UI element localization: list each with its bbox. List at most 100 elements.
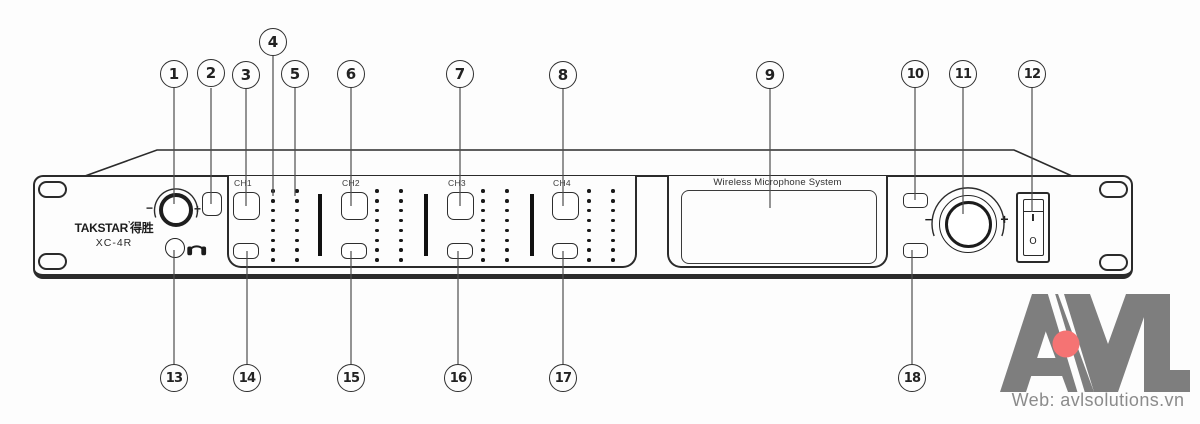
rack-hole-bottom-left [38, 253, 67, 270]
channel-ch3-led-dot [505, 208, 509, 213]
channel-ch2-led-dot [399, 189, 403, 193]
channel-ch3-led-dot [481, 228, 485, 233]
avl-logo: AVL [998, 287, 1198, 397]
brand-block: TAKSTAR’得胜 XC-4R [62, 219, 166, 249]
channel-ch4-led-dot [587, 228, 591, 233]
channel-ch4-led-dot [587, 238, 591, 243]
channel-ch2-led-dot [399, 218, 403, 223]
channel-ch3-led-dot [505, 218, 509, 223]
callout-7: 7 [446, 60, 474, 88]
channel-ch4-led-dot [611, 238, 615, 243]
rack-hole-bottom-right [1099, 254, 1128, 271]
channel-ch1-led-dot [271, 208, 275, 213]
channel-ch4-led-dot [611, 199, 615, 203]
channel-ch2-led-dot [399, 258, 403, 262]
channel-ch3-led-dot [481, 208, 485, 213]
channel-ch2-led-dot [375, 208, 379, 213]
channel-ch4-led-dot [587, 218, 591, 223]
channel-ch3-led-dot [505, 238, 509, 243]
watermark-web-text: Web: avlsolutions.vn [1011, 390, 1185, 410]
rack-hole-top-left [38, 181, 67, 198]
channel-ch2-led-dot [399, 248, 403, 252]
model-label: XC-4R [95, 237, 133, 249]
channel-ch3-led-dot [505, 248, 509, 252]
channel-ch4-led-dot [587, 248, 591, 252]
channel-ch3-led-dot [481, 238, 485, 243]
callout-8: 8 [549, 61, 577, 89]
channel-ch2-led-dot [399, 208, 403, 213]
channel-ch1-led-dot [271, 258, 275, 262]
channel-ch4-led-dot [611, 258, 615, 262]
callout-5: 5 [281, 60, 309, 88]
channel-ch1-led-dot [295, 238, 299, 243]
channel-ch4-led-dot [587, 199, 591, 203]
callout-9: 9 [756, 61, 784, 89]
callout-13: 13 [160, 364, 188, 392]
channel-ch1-led-dot [271, 218, 275, 223]
channel-separator-bar [317, 194, 322, 256]
channel-ch3-led-dot [481, 199, 485, 203]
channel-ch3-sync-button [447, 243, 473, 259]
callout-14: 14 [233, 364, 261, 392]
callout-18: 18 [898, 364, 926, 392]
channel-ch4-led-dot [611, 218, 615, 223]
channel-ch2-led-dot [375, 228, 379, 233]
callout-2: 2 [197, 59, 225, 87]
channel-ch1-sync-button [233, 243, 259, 259]
channel-ch1-led-dot [295, 189, 299, 193]
channel-ch2-led-dot [375, 238, 379, 243]
channel-ch2-led-dot [399, 228, 403, 233]
channel-ch4-set-button [551, 192, 579, 220]
channel-ch4-led-dot [587, 208, 591, 213]
power-off-symbol: O [1029, 236, 1037, 247]
avl-red-dot [1052, 330, 1080, 358]
channel-ch2-led-dot [375, 258, 379, 262]
brand-logo: TAKSTAR’得胜 [74, 220, 154, 235]
channel-ch1-led-dot [271, 199, 275, 203]
channel-ch4-led-dot [611, 208, 615, 213]
power-switch-divider [1022, 210, 1044, 213]
channel-ch2-led-dot [375, 218, 379, 223]
channel-ch4-led-dot [611, 248, 615, 252]
callout-17: 17 [549, 364, 577, 392]
channel-ch2-led-dot [375, 189, 379, 193]
power-switch-rocker [1022, 199, 1044, 256]
channel-ch1-led-dot [271, 248, 275, 252]
channel-ch2-led-dot [399, 199, 403, 203]
menu-down-button [903, 243, 928, 258]
channel-ch1-led-dot [295, 258, 299, 262]
channel-ch3-led-dot [481, 189, 485, 193]
callout-16: 16 [444, 364, 472, 392]
lcd-screen [681, 190, 877, 264]
channel-ch4-led-dot [611, 189, 615, 193]
channel-ch4-sync-button [552, 243, 578, 259]
headphone-jack [165, 238, 185, 258]
channel-ch4-led-dot [587, 189, 591, 193]
callout-3: 3 [232, 61, 260, 89]
power-on-symbol: I [1031, 213, 1035, 224]
main-knob-minus-label: − [924, 212, 933, 227]
channel-ch4-led-dot [587, 258, 591, 262]
channel-ch1-led-dot [271, 238, 275, 243]
callout-4: 4 [259, 28, 287, 56]
callout-6: 6 [337, 60, 365, 88]
channel-ch2-set-button [340, 192, 368, 220]
channel-separator-bar [423, 194, 428, 256]
rack-hole-top-right [1099, 181, 1128, 198]
channel-ch3-led-dot [481, 258, 485, 262]
channel-ch3-led-dot [505, 228, 509, 233]
channel-label-ch3: CH3 [448, 178, 466, 188]
channel-ch2-led-dot [375, 199, 379, 203]
channel-ch2-sync-button [341, 243, 367, 259]
callout-11: 11 [949, 60, 977, 88]
channel-ch1-led-dot [295, 199, 299, 203]
callout-12: 12 [1018, 60, 1046, 88]
channel-ch2-led-dot [375, 248, 379, 252]
channel-ch1-led-dot [295, 218, 299, 223]
channel-ch1-led-dot [295, 248, 299, 252]
display-title: Wireless Microphone System [713, 177, 842, 188]
channel-label-ch1: CH1 [234, 178, 252, 188]
